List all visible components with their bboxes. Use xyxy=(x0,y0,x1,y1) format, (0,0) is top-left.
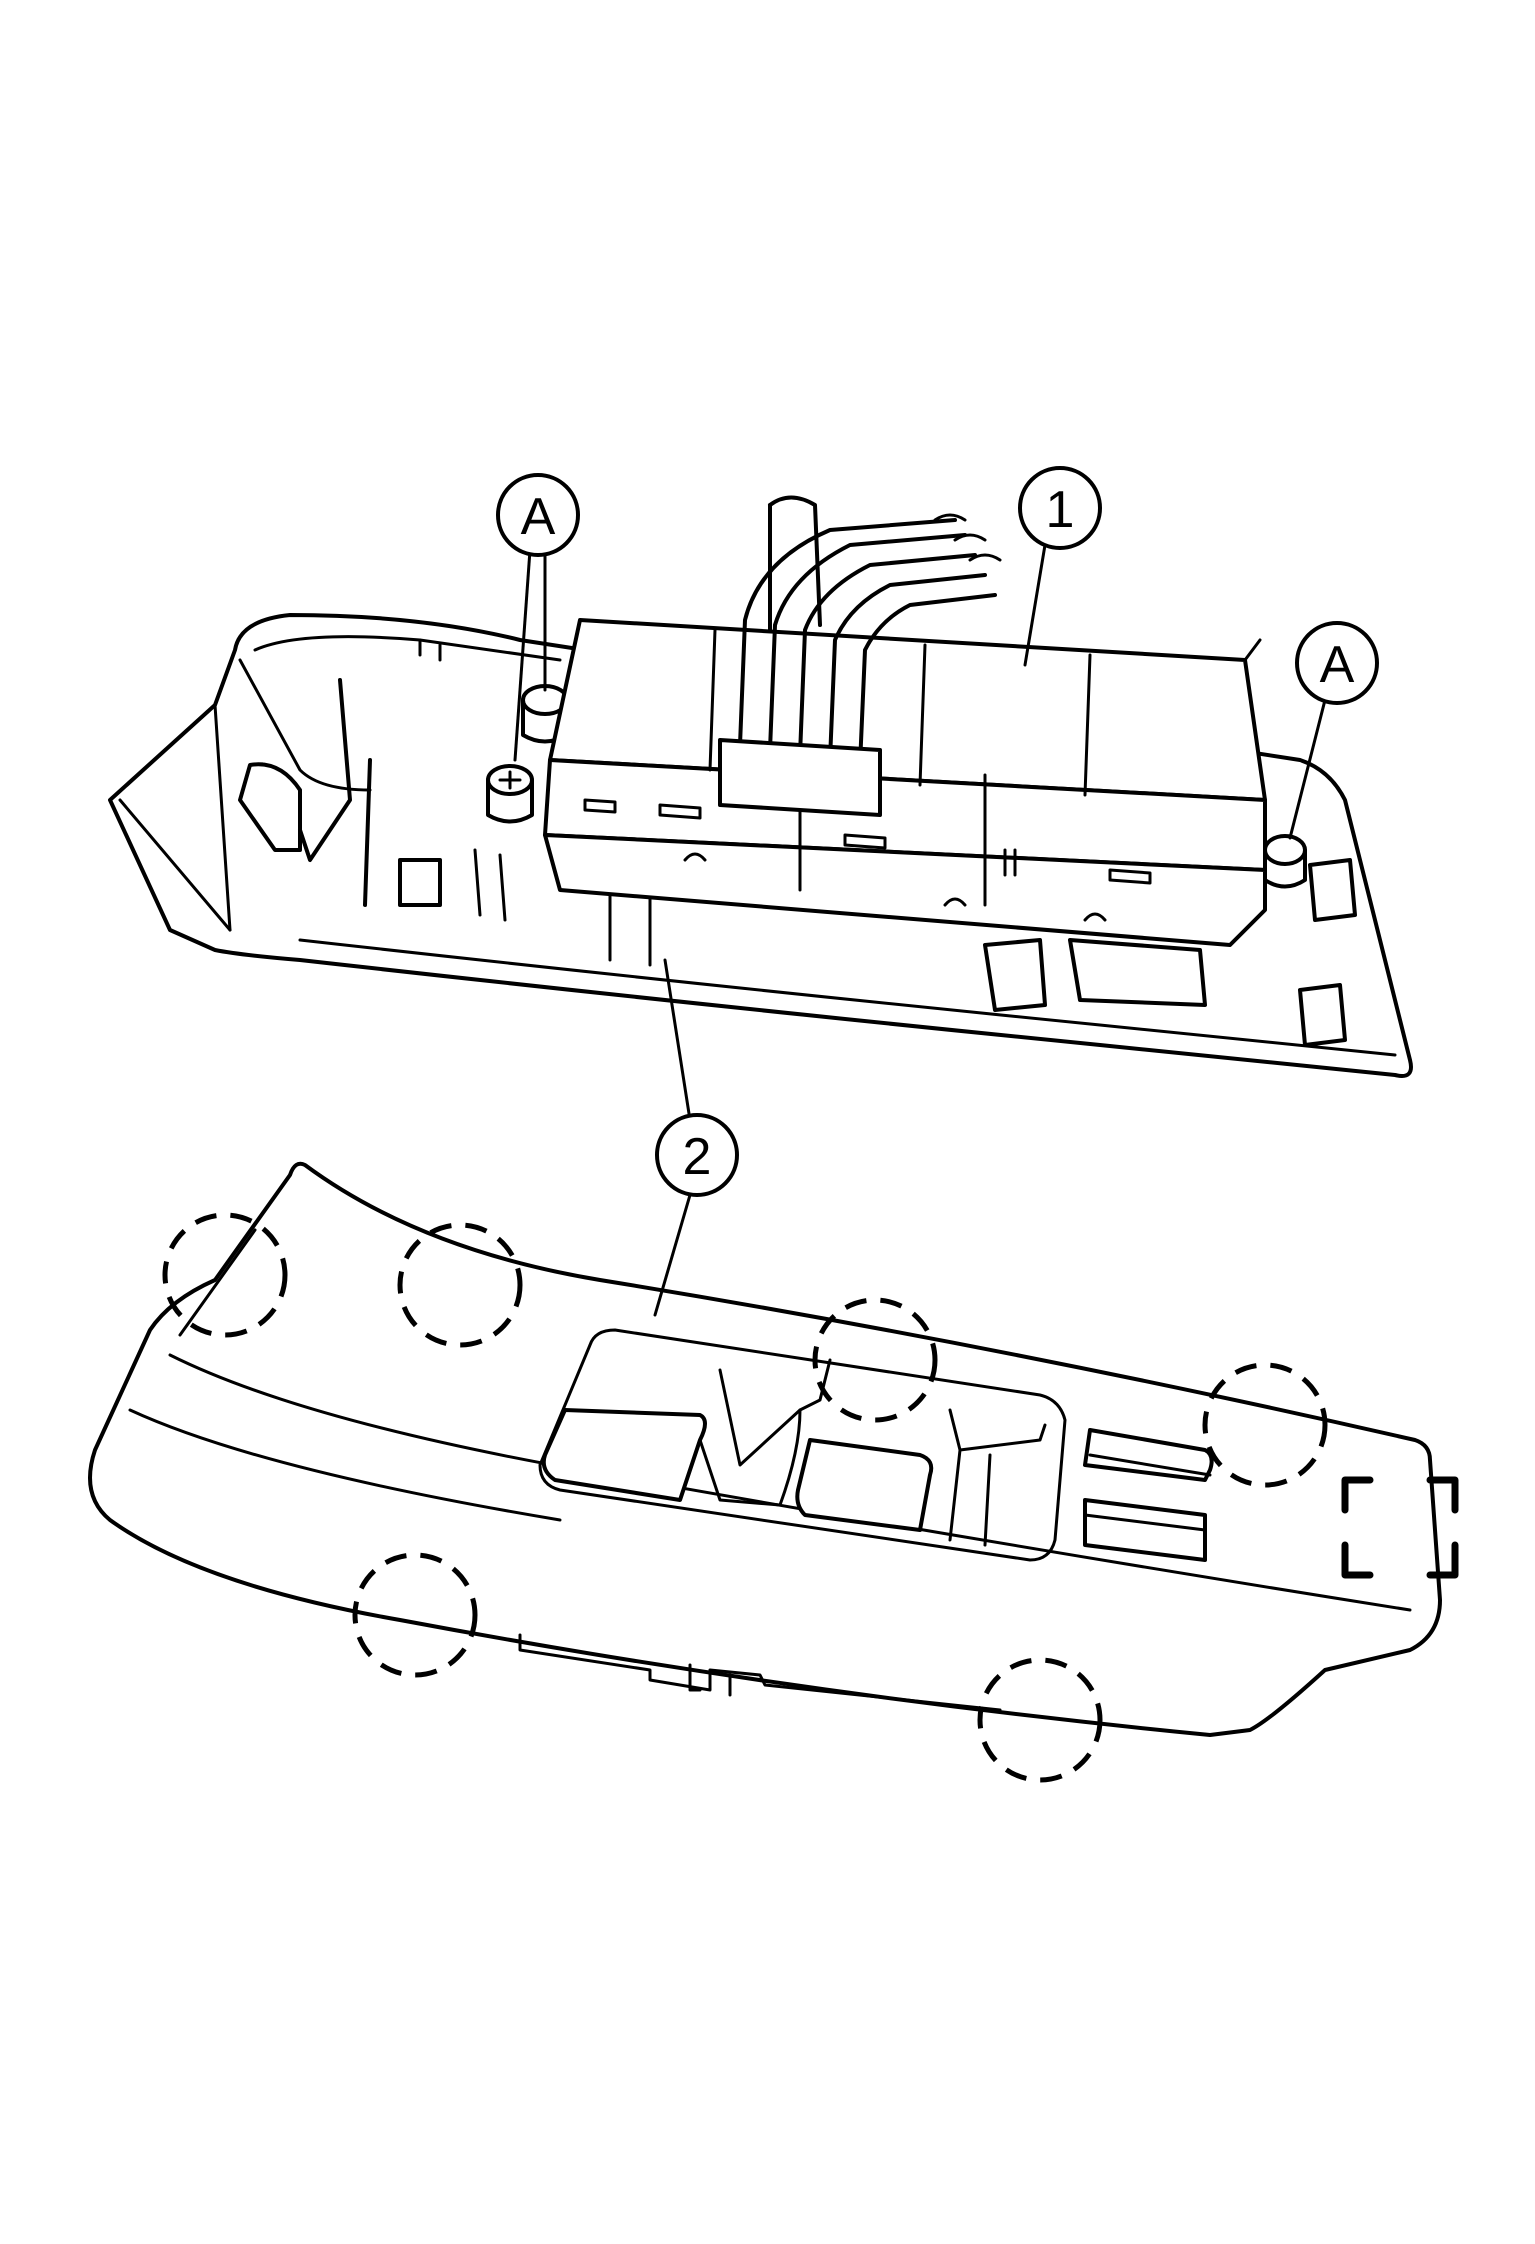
callout-main-switch: 1 xyxy=(1018,466,1102,667)
callout-circle xyxy=(1295,621,1379,705)
screw-right xyxy=(1263,834,1307,889)
clip-circle xyxy=(352,1552,478,1678)
screw-left-lower xyxy=(486,764,534,824)
callout-screw-left: A xyxy=(496,473,580,762)
callout-screw-right: A xyxy=(1288,621,1379,840)
clip-circle xyxy=(977,1657,1103,1783)
callout-label-2: 2 xyxy=(683,1128,712,1186)
wire-harness xyxy=(718,495,1002,817)
callout-label-a-right: A xyxy=(1320,636,1355,694)
clip-locations xyxy=(162,1212,1328,1783)
clip-circle xyxy=(1202,1362,1328,1488)
callout-label-a-left: A xyxy=(521,488,556,546)
callout-circle xyxy=(655,1113,739,1197)
finisher-back-assembly xyxy=(108,613,1413,1078)
pawl-location-mark xyxy=(1341,1476,1459,1579)
clip-circle xyxy=(397,1222,523,1348)
callout-label-1: 1 xyxy=(1046,481,1075,539)
callout-finisher: 2 xyxy=(653,958,739,1317)
clip-circle xyxy=(162,1212,288,1338)
callout-circle xyxy=(496,473,580,557)
callout-circle xyxy=(1018,466,1102,550)
clip-circle xyxy=(812,1297,938,1423)
power-window-main-switch xyxy=(543,618,1267,947)
power-window-switch-finisher xyxy=(88,1161,1442,1737)
